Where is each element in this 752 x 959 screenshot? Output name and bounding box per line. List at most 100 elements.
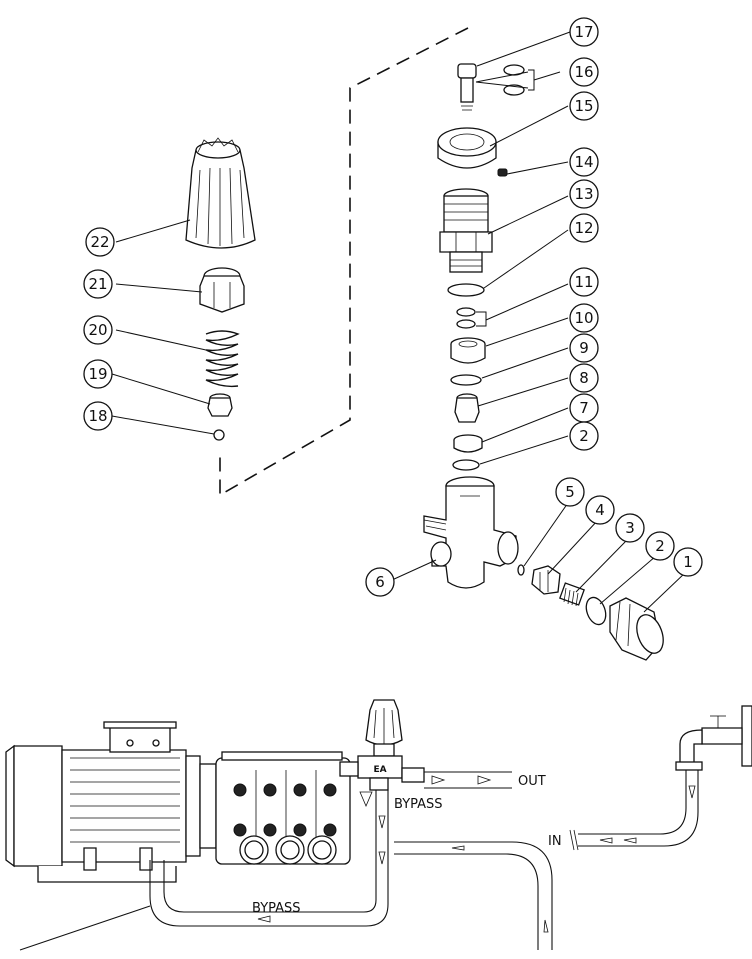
callout-10: 10 xyxy=(569,303,599,333)
callout-circle xyxy=(569,17,599,47)
callout-circle xyxy=(569,421,599,451)
callout-1: 1 xyxy=(673,547,703,577)
part-7-ring xyxy=(453,434,483,453)
part-1-fitting xyxy=(609,597,664,661)
callout-circle xyxy=(645,531,675,561)
water-tap xyxy=(675,705,752,771)
callout-number: 4 xyxy=(595,501,605,519)
part-21-nut xyxy=(199,267,245,313)
part-18-ball xyxy=(213,429,225,441)
callout-21: 21 xyxy=(83,269,113,299)
callout-number: 9 xyxy=(579,339,589,357)
leader-lines xyxy=(111,31,687,613)
callout-number: 11 xyxy=(574,273,593,291)
part-2-oring-upper xyxy=(452,459,480,471)
callout-number: 5 xyxy=(565,483,575,501)
part-11-orings xyxy=(456,307,476,329)
callout-number: 12 xyxy=(574,219,593,237)
callout-9: 9 xyxy=(569,333,599,363)
callout-2: 2 xyxy=(645,531,675,561)
callout-8: 8 xyxy=(569,363,599,393)
callout-circle xyxy=(615,513,645,543)
assembly-dashed-line xyxy=(219,27,469,497)
callout-number: 21 xyxy=(88,275,107,293)
part-3-spring xyxy=(559,582,585,607)
callout-number: 15 xyxy=(574,97,593,115)
in-label: IN xyxy=(548,834,562,849)
callout-number: 1 xyxy=(683,553,693,571)
callout-number: 7 xyxy=(579,399,589,417)
callout-circle xyxy=(83,401,113,431)
callout-2b: 2 xyxy=(569,421,599,451)
inlet-pipe xyxy=(394,768,699,950)
electric-motor xyxy=(5,721,217,883)
callout-number: 10 xyxy=(574,309,593,327)
pump-head xyxy=(215,751,351,865)
callout-17: 17 xyxy=(569,17,599,47)
callout-number: 16 xyxy=(574,63,593,81)
callout-number: 2 xyxy=(655,537,665,555)
bypass-bottom-label: BYPASS xyxy=(252,901,301,916)
part-16-orings xyxy=(503,64,525,96)
callout-circle xyxy=(569,147,599,177)
callout-3: 3 xyxy=(615,513,645,543)
callout-circle xyxy=(83,269,113,299)
callout-circle xyxy=(569,213,599,243)
bottom-left-pointer xyxy=(19,905,151,951)
callout-number: 13 xyxy=(574,185,593,203)
part-14-screw xyxy=(497,168,508,177)
part-17-stem xyxy=(457,63,477,111)
callout-7: 7 xyxy=(569,393,599,423)
callout-13: 13 xyxy=(569,179,599,209)
callout-circle xyxy=(569,333,599,363)
callout-circle xyxy=(569,363,599,393)
bypass-pipe xyxy=(149,790,389,927)
part-5-washer xyxy=(517,564,525,576)
callout-circle xyxy=(673,547,703,577)
callout-circle xyxy=(569,91,599,121)
callout-12: 12 xyxy=(569,213,599,243)
callout-circle xyxy=(555,477,585,507)
callout-circle xyxy=(85,227,115,257)
part-6-valve-body xyxy=(423,476,519,589)
part-15-ring xyxy=(437,127,497,169)
callout-18: 18 xyxy=(83,401,113,431)
callout-15: 15 xyxy=(569,91,599,121)
callout-circle xyxy=(83,359,113,389)
callout-11: 11 xyxy=(569,267,599,297)
callout-number: 8 xyxy=(579,369,589,387)
callout-number: 6 xyxy=(375,573,385,591)
callout-5: 5 xyxy=(555,477,585,507)
part-22-knob xyxy=(185,137,256,249)
part-9-oring xyxy=(450,374,482,386)
part-10-seat xyxy=(450,337,486,364)
part-4-check-valve xyxy=(531,565,561,595)
unloader-valve xyxy=(339,699,425,791)
callout-14: 14 xyxy=(569,147,599,177)
callout-22: 22 xyxy=(85,227,115,257)
callout-20: 20 xyxy=(83,315,113,345)
callout-circle xyxy=(585,495,615,525)
part-8-piston xyxy=(454,393,480,423)
part-2-oring-side xyxy=(585,596,607,626)
bypass-top-label: BYPASS xyxy=(394,797,443,812)
callout-19: 19 xyxy=(83,359,113,389)
callout-circle xyxy=(569,303,599,333)
out-label: OUT xyxy=(518,774,546,789)
callout-4: 4 xyxy=(585,495,615,525)
part-12-oring xyxy=(447,283,485,297)
part-13-body xyxy=(439,188,493,273)
part-20-spring xyxy=(205,330,240,388)
outlet-pipe xyxy=(424,771,512,789)
callout-6: 6 xyxy=(365,567,395,597)
callout-number: 17 xyxy=(574,23,593,41)
callout-number: 20 xyxy=(88,321,107,339)
callout-circle xyxy=(569,267,599,297)
part-19-valve xyxy=(207,393,233,417)
callout-number: 18 xyxy=(88,407,107,425)
callout-16: 16 xyxy=(569,57,599,87)
pump-badge: EA xyxy=(373,765,386,775)
callout-circle xyxy=(569,179,599,209)
